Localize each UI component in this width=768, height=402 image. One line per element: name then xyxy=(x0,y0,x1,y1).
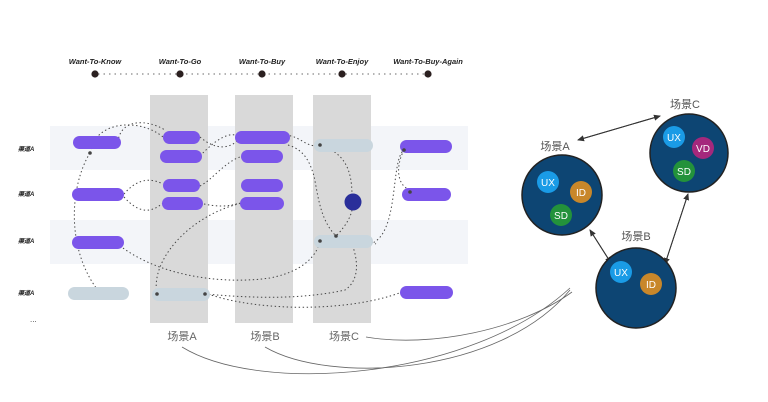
pill xyxy=(163,131,200,144)
scene-column-label: 场景A xyxy=(167,329,197,343)
badge-ux xyxy=(610,261,632,283)
stage-label: Want-To-Know xyxy=(69,57,123,66)
row-label: 渠道A xyxy=(17,145,34,153)
scene-column-c xyxy=(313,95,371,323)
connector xyxy=(369,149,405,245)
endpoint-dot xyxy=(203,292,207,296)
cluster-label: 场景B xyxy=(621,229,650,243)
connector xyxy=(199,156,241,187)
badge-vd xyxy=(692,137,714,159)
connector xyxy=(123,196,164,211)
cluster-arrows xyxy=(577,114,689,265)
scene-column-label: 场景B xyxy=(250,329,279,343)
badge-id xyxy=(570,181,592,203)
stage-dot xyxy=(338,70,346,78)
arrow-b-c xyxy=(664,193,689,265)
connector xyxy=(335,209,353,237)
scene-arc xyxy=(365,291,573,341)
pill xyxy=(68,287,129,300)
badge-text: VD xyxy=(696,144,710,155)
endpoint-dot xyxy=(155,292,159,296)
cluster-label: 场景C xyxy=(670,97,700,111)
connector xyxy=(204,243,357,298)
stage-dot xyxy=(91,70,99,78)
stage-label: Want-To-Go xyxy=(159,57,202,66)
scene-column-label: 场景C xyxy=(329,329,359,343)
badge-ux xyxy=(663,126,685,148)
badge-text: UX xyxy=(541,178,555,189)
stage-dot xyxy=(176,70,184,78)
pill xyxy=(73,136,121,149)
cluster-scene-a: 场景A UX ID SD xyxy=(521,139,603,236)
connector xyxy=(123,179,164,195)
journey-pills xyxy=(68,131,453,301)
connector xyxy=(199,202,241,207)
badge-text: SD xyxy=(677,167,691,178)
connector xyxy=(73,152,101,294)
badge-text: ID xyxy=(646,280,656,291)
pill xyxy=(163,179,200,192)
connector xyxy=(155,202,243,295)
pill xyxy=(152,288,210,301)
cluster-circle xyxy=(595,247,677,329)
connector xyxy=(117,122,166,143)
pill xyxy=(72,188,124,201)
scene-arc xyxy=(181,287,571,375)
connector xyxy=(199,136,241,148)
scene-arc xyxy=(264,289,571,369)
scene-column-labels: 场景A 场景B 场景C xyxy=(167,329,359,343)
badge-id xyxy=(640,273,662,295)
pill xyxy=(72,236,124,249)
stage-label: Want-To-Buy xyxy=(239,57,286,66)
endpoint-dot xyxy=(318,143,322,147)
cluster-scene-c: 场景C UX VD SD xyxy=(649,97,729,193)
endpoint-dot xyxy=(318,239,322,243)
pill xyxy=(240,197,284,210)
connector xyxy=(319,144,353,197)
endpoint-dot xyxy=(408,190,412,194)
badge-text: UX xyxy=(667,133,681,144)
badge-sd xyxy=(550,204,572,226)
endpoint-dot xyxy=(334,234,338,238)
connector xyxy=(398,149,411,191)
pill xyxy=(400,286,453,299)
pill xyxy=(235,131,290,144)
connector xyxy=(122,240,321,281)
cluster-scene-b: 场景B UX ID xyxy=(595,229,677,329)
pill xyxy=(314,235,373,248)
pill xyxy=(241,150,283,163)
stage-dot xyxy=(258,70,266,78)
stage-label: Want-To-Buy-Again xyxy=(393,57,463,66)
stage-dot xyxy=(424,70,432,78)
badge-text: SD xyxy=(554,211,568,222)
pill xyxy=(314,139,373,152)
arrow-b-a xyxy=(589,229,612,264)
journey-connectors xyxy=(73,122,411,308)
cluster-label: 场景A xyxy=(540,139,570,153)
row-labels: 渠道A 渠道A 渠道A 渠道A ... xyxy=(17,145,37,324)
arrow-c-a xyxy=(577,115,661,142)
row-label: 渠道A xyxy=(17,289,34,297)
stage-label: Want-To-Enjoy xyxy=(316,57,369,66)
pill xyxy=(162,197,203,210)
pill xyxy=(400,140,452,153)
endpoint-dot xyxy=(88,151,92,155)
connector xyxy=(287,144,337,237)
badge-ux xyxy=(537,171,559,193)
endpoint-dot xyxy=(402,148,406,152)
stage-timeline: Want-To-Know Want-To-Go Want-To-Buy Want… xyxy=(69,57,463,78)
badge-text: UX xyxy=(614,268,628,279)
ellipsis: ... xyxy=(30,315,37,324)
badge-text: ID xyxy=(576,188,586,199)
dark-node xyxy=(344,193,362,211)
row-label: 渠道A xyxy=(17,237,34,245)
endpoint-dots xyxy=(88,143,412,296)
badge-sd xyxy=(673,160,695,182)
row-label: 渠道A xyxy=(17,190,34,198)
scene-arcs xyxy=(181,287,573,375)
pill xyxy=(160,150,202,163)
pill xyxy=(241,179,283,192)
pill xyxy=(402,188,451,201)
